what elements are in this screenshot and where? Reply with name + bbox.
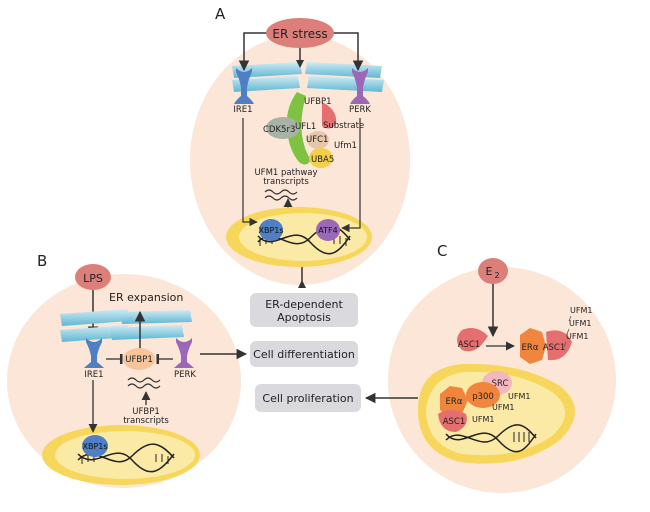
era-shape-top	[520, 328, 546, 364]
e2-label: E	[486, 265, 493, 278]
ufbp1-shape-b	[123, 348, 155, 370]
xbp1s-shape-a	[259, 219, 283, 241]
ufm1-nuc-a: UFM1	[508, 392, 530, 401]
er-stress-label: ER stress	[272, 27, 327, 41]
panel-c-letter: C	[437, 242, 447, 260]
substrate-label: Substrate	[323, 121, 364, 131]
panel-a-letter: A	[215, 5, 226, 23]
ufm1-chain: UFM1 UFM1 UFM1	[563, 306, 592, 348]
ufc1-label: UFC1	[306, 135, 328, 145]
panel-a: A ER stress IRE1 PERK UFBP1 C	[190, 5, 410, 288]
src-label: SRC	[492, 379, 509, 389]
differentiation-label: Cell differentiation	[253, 348, 355, 361]
ire1-label-b: IRE1	[84, 370, 103, 380]
asc1-label-nuc: ASC1	[443, 417, 466, 427]
ufm1-nuc-c: UFM1	[472, 415, 494, 424]
panel-c: C E 2 ASC1 ERα ASC1 UFM1 UFM1 UFM1 SRC p…	[364, 242, 616, 493]
xbp1s-label-b: XBP1s	[82, 442, 107, 451]
arrow-perk-atf4	[341, 118, 361, 233]
transcripts-label-b-2: transcripts	[123, 416, 169, 426]
era-label-nuc: ERα	[446, 397, 463, 407]
er-expansion-label: ER expansion	[109, 291, 183, 304]
xbp1s-shape-b	[82, 435, 108, 457]
ire1-label-a: IRE1	[233, 105, 252, 115]
ufbp1-label-b: UFBP1	[125, 355, 152, 365]
p300-label: p300	[472, 392, 494, 402]
e2-subscript: 2	[494, 271, 499, 280]
ire1-receptor-a	[234, 68, 254, 104]
ufm1-chain-2: UFM1	[569, 319, 591, 328]
lps-label: LPS	[83, 272, 103, 285]
outcomes: ER-dependent Apoptosis Cell differentiat…	[250, 293, 361, 412]
ufl1-label: UFL1	[295, 122, 316, 132]
asc1-label-top: ASC1	[458, 340, 481, 350]
arrow-stress-perk	[334, 32, 364, 72]
ire1-receptor-b	[84, 338, 104, 368]
perk-receptor-a	[350, 68, 370, 104]
ufm1-label-a: Ufm1	[334, 141, 357, 151]
apoptosis-box	[250, 293, 358, 327]
transcripts-label-b-1: UFBP1	[132, 407, 159, 417]
ufbp1-label-a: UFBP1	[304, 97, 331, 107]
perk-receptor-b	[174, 338, 194, 368]
era-shape-nuc	[440, 386, 468, 418]
atf4-shape	[316, 219, 340, 241]
asc1-shape-top	[457, 328, 488, 352]
proliferation-label: Cell proliferation	[262, 392, 353, 405]
perk-label-b: PERK	[174, 370, 196, 380]
mrna-icon-b	[127, 377, 161, 389]
asc1-shape-right	[546, 330, 572, 361]
panel-b: B LPS ER expansion IRE1 UFBP1 PERK UFBP1…	[7, 252, 248, 488]
ufm1-nuc-b: UFM1	[492, 403, 514, 412]
arrowhead-to-apoptosis	[298, 280, 306, 288]
apoptosis-label-1: ER-dependent	[265, 298, 343, 311]
ufm1-chain-3: UFM1	[566, 332, 588, 341]
substrate-shape	[322, 102, 337, 129]
perk-label-a: PERK	[349, 105, 371, 115]
panel-b-letter: B	[37, 252, 47, 270]
dna-strand-c	[445, 424, 537, 443]
transcripts-label-a-1: UFM1 pathway	[254, 168, 317, 178]
transcripts-label-a-2: transcripts	[263, 177, 309, 187]
cdk5r3-shape	[266, 117, 300, 139]
atf4-label: ATF4	[318, 226, 337, 235]
uba5-label: UBA5	[311, 155, 334, 165]
asc1-shape-nuc	[438, 410, 467, 432]
arrow-ire1-xbp1s-a	[242, 118, 258, 227]
asc1-label-right: ASC1	[543, 343, 566, 353]
era-label-top: ERα	[522, 343, 539, 353]
er-stress-node	[266, 18, 334, 48]
ufm1-chain-1: UFM1	[570, 306, 592, 315]
e2-node	[478, 258, 508, 284]
differentiation-box	[250, 341, 358, 367]
p300-shape	[466, 382, 500, 408]
arrowhead-stress-ufbp1	[296, 60, 304, 68]
apoptosis-label-2: Apoptosis	[277, 311, 331, 324]
uba5-shape	[309, 148, 333, 168]
arrow-stress-ire1	[238, 32, 266, 72]
cdk5r3-label: CDK5r3	[263, 125, 295, 135]
lps-node	[75, 264, 111, 290]
xbp1s-label-a: XBP1s	[258, 226, 283, 235]
ufc1-shape	[307, 131, 329, 149]
proliferation-box	[255, 384, 361, 412]
